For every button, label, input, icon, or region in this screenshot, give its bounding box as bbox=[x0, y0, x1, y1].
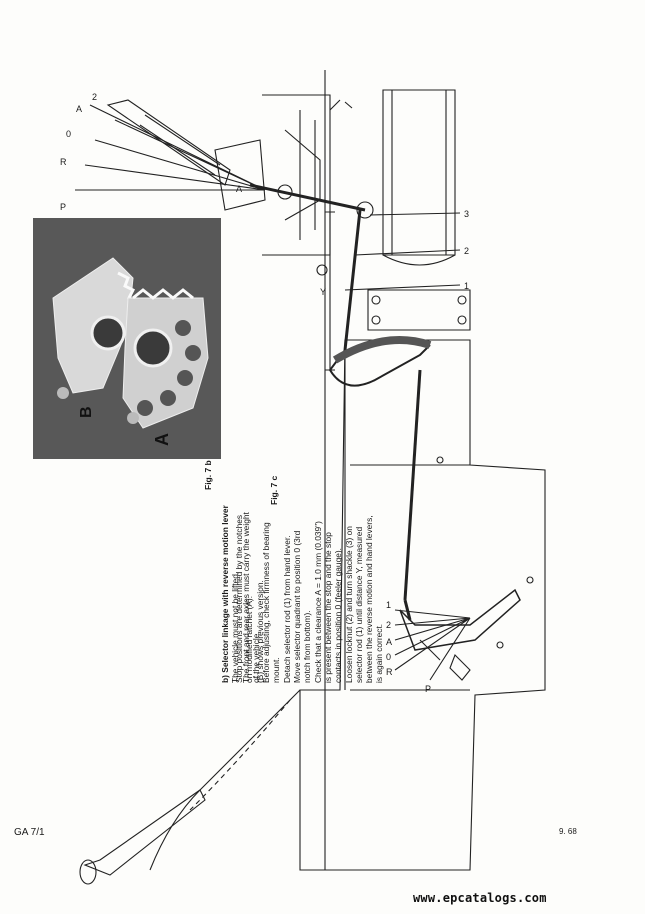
callout-part-1: 1 bbox=[464, 281, 469, 291]
callout-bottom-2: 2 bbox=[386, 620, 391, 630]
callout-part-3: 3 bbox=[464, 209, 469, 219]
instruction-line: selector rod (1) until distance Y, measu… bbox=[353, 526, 364, 683]
instruction-line: is present between the stop and the stop bbox=[322, 532, 333, 683]
callout-top-r: R bbox=[60, 157, 67, 167]
callout-clearance-a: A bbox=[236, 184, 242, 194]
ratchet-photo: B A bbox=[33, 218, 221, 459]
page-date: 9. 68 bbox=[559, 827, 577, 836]
callout-bottom-r: R bbox=[386, 667, 393, 677]
callout-bottom-a: A bbox=[386, 637, 392, 647]
instruction-line: Move selector quadrant to position 0 (3r… bbox=[292, 530, 303, 683]
callout-distance-y: Y bbox=[320, 287, 326, 297]
callout-top-a: A bbox=[76, 104, 82, 114]
note-text-block: Stop positions are determined by the not… bbox=[234, 515, 265, 683]
callout-bottom-1: 1 bbox=[386, 600, 391, 610]
note-line: Stop positions are determined by the not… bbox=[234, 514, 244, 683]
instruction-line: Check that a clearance A = 1.0 mm (0.039… bbox=[312, 521, 323, 683]
note-line: on modified ratchet (A). bbox=[244, 595, 255, 683]
callout-top-0: 0 bbox=[66, 129, 71, 139]
section-heading: b) Selector linkage with reverse motion … bbox=[220, 505, 230, 683]
fig-7b-caption: Fig. 7 b bbox=[203, 460, 213, 490]
instruction-line: contacts in position 0 (feeler gauge). bbox=[333, 547, 344, 683]
callout-bottom-p: P bbox=[425, 684, 431, 694]
callout-part-2: 2 bbox=[464, 246, 469, 256]
callout-top-p: P bbox=[60, 202, 66, 212]
ratchet-photo-drawing: B A bbox=[33, 218, 221, 459]
page-id: GA 7/1 bbox=[14, 827, 45, 838]
callout-bottom-0: 0 bbox=[386, 652, 391, 662]
instruction-line: Detach selector rod (1) from hand lever. bbox=[281, 535, 292, 683]
watermark-url: www.epcatalogs.com bbox=[413, 891, 547, 905]
instruction-line: notch from bottom). bbox=[302, 610, 313, 683]
callout-top-2: 2 bbox=[92, 92, 97, 102]
photo-label-a: A bbox=[152, 433, 172, 446]
instruction-line: is again correct. bbox=[374, 623, 385, 683]
instruction-line: Loosen locknut (2) and turn shackle (3) … bbox=[343, 526, 354, 683]
instruction-line: between the reverse motion and hand leve… bbox=[364, 515, 375, 683]
instruction-line: mount. bbox=[271, 657, 282, 683]
note-line: (B) shows previous version. bbox=[254, 580, 265, 683]
fig-7c-caption: Fig. 7 c bbox=[269, 475, 279, 505]
photo-label-b: B bbox=[78, 406, 95, 418]
